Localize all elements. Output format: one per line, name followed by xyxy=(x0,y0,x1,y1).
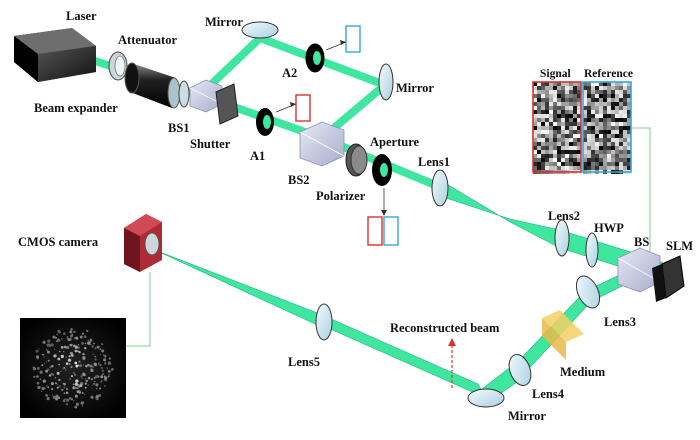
lens-4 xyxy=(508,354,532,386)
laser-source xyxy=(14,28,96,82)
label-polarizer: Polarizer xyxy=(316,189,366,203)
label-signal: Signal xyxy=(540,68,571,80)
label-mirror-top: Mirror xyxy=(205,15,243,29)
label-lens2: Lens2 xyxy=(548,209,580,223)
mirror-right xyxy=(378,63,394,101)
beam-expander-tube xyxy=(124,62,190,109)
label-attenuator: Attenuator xyxy=(118,33,177,47)
scattering-medium xyxy=(542,310,584,360)
label-cmos-camera: CMOS camera xyxy=(18,235,99,249)
label-reference: Reference xyxy=(584,68,633,80)
beam-splitter-bs2 xyxy=(299,121,345,167)
label-laser: Laser xyxy=(66,9,97,23)
aperture-iris xyxy=(372,154,392,186)
label-hwp: HWP xyxy=(594,221,624,235)
label-lens4: Lens4 xyxy=(532,387,565,401)
label-bs2: BS2 xyxy=(288,173,310,187)
reference-pattern xyxy=(583,82,631,174)
half-wave-plate xyxy=(585,232,599,268)
lens-2 xyxy=(554,219,570,257)
label-shutter: Shutter xyxy=(190,137,231,151)
lens-5 xyxy=(315,303,333,341)
label-a2: A2 xyxy=(282,66,297,80)
label-aperture: Aperture xyxy=(370,135,420,149)
label-lens3: Lens3 xyxy=(604,315,636,329)
label-medium: Medium xyxy=(560,365,606,379)
label-slm: SLM xyxy=(666,239,693,253)
beam-lens5-to-camera xyxy=(154,249,329,331)
beam-lens1-to-lens2 xyxy=(439,179,561,249)
label-bs1: BS1 xyxy=(168,121,190,135)
label-a1: A1 xyxy=(250,149,265,163)
speckle-image xyxy=(20,318,126,418)
label-reconstructed-beam: Reconstructed beam xyxy=(390,321,500,335)
beam-slm-section xyxy=(154,179,663,403)
reconstructed-beam-arrow xyxy=(448,338,456,388)
slm-pattern xyxy=(532,81,651,262)
slm-device xyxy=(652,255,685,302)
label-lens1: Lens1 xyxy=(418,155,450,169)
label-mirror-bottom: Mirror xyxy=(508,409,546,423)
signal-reference-mask-icon xyxy=(367,188,399,246)
label-bs: BS xyxy=(634,235,649,249)
shutter-plate xyxy=(215,83,239,125)
label-lens5: Lens5 xyxy=(288,355,320,369)
polarizer xyxy=(345,143,368,177)
cmos-camera xyxy=(124,214,162,272)
mirror-top xyxy=(241,21,279,39)
label-beam-expander: Beam expander xyxy=(34,101,118,115)
lens-3 xyxy=(575,275,601,309)
attenuator-ring xyxy=(108,51,128,81)
camera-guide-line xyxy=(126,272,151,347)
lens-1 xyxy=(431,169,449,207)
labels: Laser Attenuator Beam expander Mirror A2… xyxy=(18,9,693,423)
aperture-a2 xyxy=(305,25,361,73)
aperture-a1 xyxy=(256,94,311,136)
label-mirror-right: Mirror xyxy=(396,81,434,95)
signal-pattern xyxy=(533,82,581,174)
mirror-bottom xyxy=(467,388,505,408)
